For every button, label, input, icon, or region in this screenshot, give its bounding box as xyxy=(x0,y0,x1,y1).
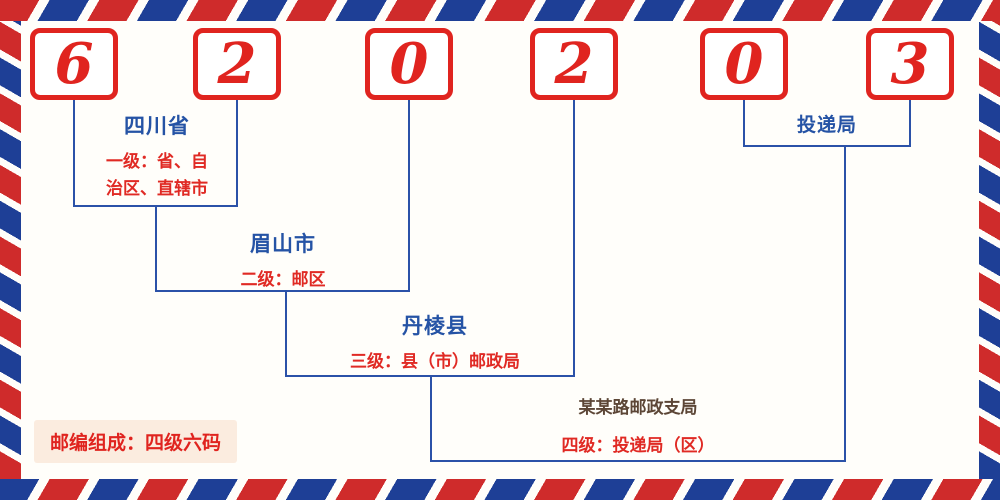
level-2-description: 二级：邮区 xyxy=(240,270,326,289)
postal-digit-3: 0 xyxy=(389,31,429,97)
airmail-border-top xyxy=(0,0,1000,21)
postal-digit-box-1: 6 xyxy=(30,28,118,100)
postal-digit-6: 3 xyxy=(890,31,930,97)
connector-line xyxy=(430,460,846,462)
connector-line xyxy=(236,100,238,205)
level-1-region-name: 四川省 xyxy=(124,115,190,138)
connector-line xyxy=(73,100,75,205)
level-4-label-group: 某某路邮政支局 四级：投递局（区） xyxy=(528,393,748,456)
level-2-label-group: 眉山市 二级：邮区 xyxy=(193,228,373,290)
connector-line xyxy=(430,375,432,460)
level-3-region-name: 丹棱县 xyxy=(402,315,468,338)
postal-digit-box-2: 2 xyxy=(193,28,281,100)
airmail-border-right xyxy=(979,21,1000,479)
postal-digit-1: 6 xyxy=(54,31,94,97)
level-3-description: 三级：县（市）邮政局 xyxy=(350,352,520,371)
connector-line xyxy=(844,145,846,460)
connector-line xyxy=(155,290,410,292)
connector-line xyxy=(743,145,911,147)
postal-digit-5: 0 xyxy=(724,31,764,97)
postal-digit-4: 2 xyxy=(554,31,594,97)
level-1-label-group: 四川省 一级：省、自 治区、直辖市 xyxy=(75,110,239,199)
postal-digit-box-3: 0 xyxy=(365,28,453,100)
delivery-office-label-group: 投递局 xyxy=(760,110,894,137)
connector-line xyxy=(573,100,575,375)
postal-digit-box-4: 2 xyxy=(530,28,618,100)
connector-line xyxy=(285,290,287,375)
delivery-office-label: 投递局 xyxy=(796,115,857,136)
connector-line xyxy=(155,205,157,290)
level-3-label-group: 丹棱县 三级：县（市）邮政局 xyxy=(330,310,540,372)
postal-digit-box-6: 3 xyxy=(866,28,954,100)
airmail-border-left xyxy=(0,21,21,479)
connector-line xyxy=(743,100,745,145)
level-2-region-name: 眉山市 xyxy=(250,233,316,256)
level-1-description-line-2: 治区、直辖市 xyxy=(106,179,208,198)
connector-line xyxy=(909,100,911,145)
level-4-description: 四级：投递局（区） xyxy=(561,436,715,455)
airmail-border-bottom xyxy=(0,479,1000,500)
postal-digit-box-5: 0 xyxy=(700,28,788,100)
connector-line xyxy=(408,100,410,290)
postal-code-composition-note: 邮编组成：四级六码 xyxy=(34,420,238,463)
postal-digit-2: 2 xyxy=(217,31,257,97)
level-4-branch-name: 某某路邮政支局 xyxy=(578,398,698,417)
level-1-description-line-1: 一级：省、自 xyxy=(106,152,208,171)
